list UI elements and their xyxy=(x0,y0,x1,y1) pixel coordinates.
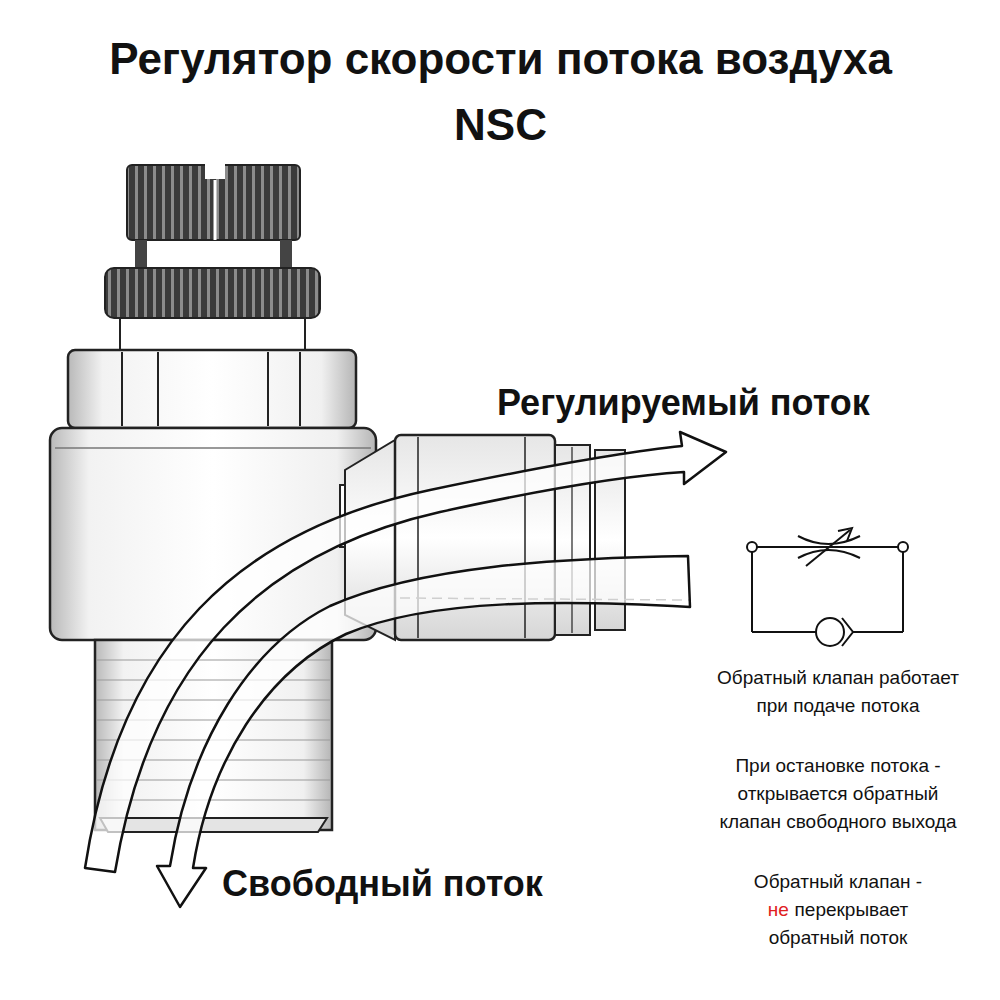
symbol-line xyxy=(751,552,753,632)
thread-chamfer xyxy=(100,818,327,832)
check-ball xyxy=(816,618,844,646)
flow-label: Свободный поток xyxy=(222,862,543,906)
knob-stem xyxy=(135,240,147,270)
fitting-edge xyxy=(524,437,526,638)
note-emphasis: не xyxy=(768,899,789,920)
port-dot xyxy=(898,542,908,552)
free-flow-arrow xyxy=(157,556,690,907)
note-text: перекрывает обратный поток xyxy=(769,899,909,948)
adjust-arrow xyxy=(806,530,850,566)
title: Регулятор скорости потока воздуха NSC xyxy=(58,26,943,158)
lock-nut xyxy=(105,268,320,318)
symbol-line xyxy=(852,631,903,633)
hex-nut xyxy=(68,350,356,428)
check-seat xyxy=(842,618,853,646)
note-text: Обратный клапан работает при подаче пото… xyxy=(707,664,969,720)
throttle-arc xyxy=(798,550,860,558)
body-edge xyxy=(55,447,371,449)
throttle-arc xyxy=(798,536,860,544)
hex-edge xyxy=(267,352,269,426)
hex-edge xyxy=(121,352,123,426)
symbol-line xyxy=(752,631,816,633)
regulated-flow-arrow xyxy=(85,432,726,872)
hex-edge xyxy=(157,352,159,426)
adjust-arrow-head xyxy=(838,528,852,541)
note-text: Обратный клапан - xyxy=(743,868,933,896)
knob-notch xyxy=(205,162,225,179)
note-text: При остановке потока - открывается обрат… xyxy=(707,752,969,836)
flow-control-symbol xyxy=(747,528,908,646)
port-dot xyxy=(747,542,757,552)
knob-mark xyxy=(214,180,217,240)
hex-edge xyxy=(299,352,301,426)
symbol-line xyxy=(902,552,904,632)
flow-label: Регулируемый поток xyxy=(497,381,870,425)
knob-stem xyxy=(280,240,292,270)
collar xyxy=(120,318,305,352)
note-block: Обратный клапан - неперекрывает обратный … xyxy=(743,868,933,952)
